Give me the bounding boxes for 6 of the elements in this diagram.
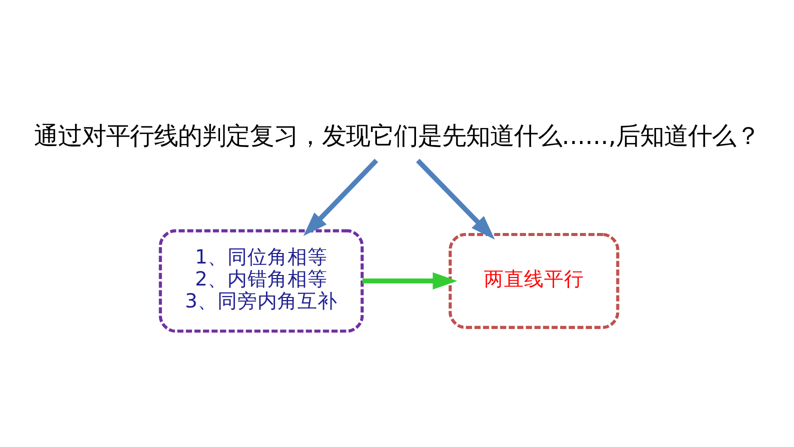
arrow (416, 158, 495, 240)
node-box: 两直线平行 (448, 232, 620, 329)
arrow (362, 272, 458, 290)
node-box: 1、同位角相等 2、内错角相等 3、同旁内角互补 (158, 229, 364, 333)
node-text: 通过对平行线的判定复习，发现它们是先知道什么......,后知道什么？ (34, 121, 760, 150)
arrow (303, 158, 378, 236)
